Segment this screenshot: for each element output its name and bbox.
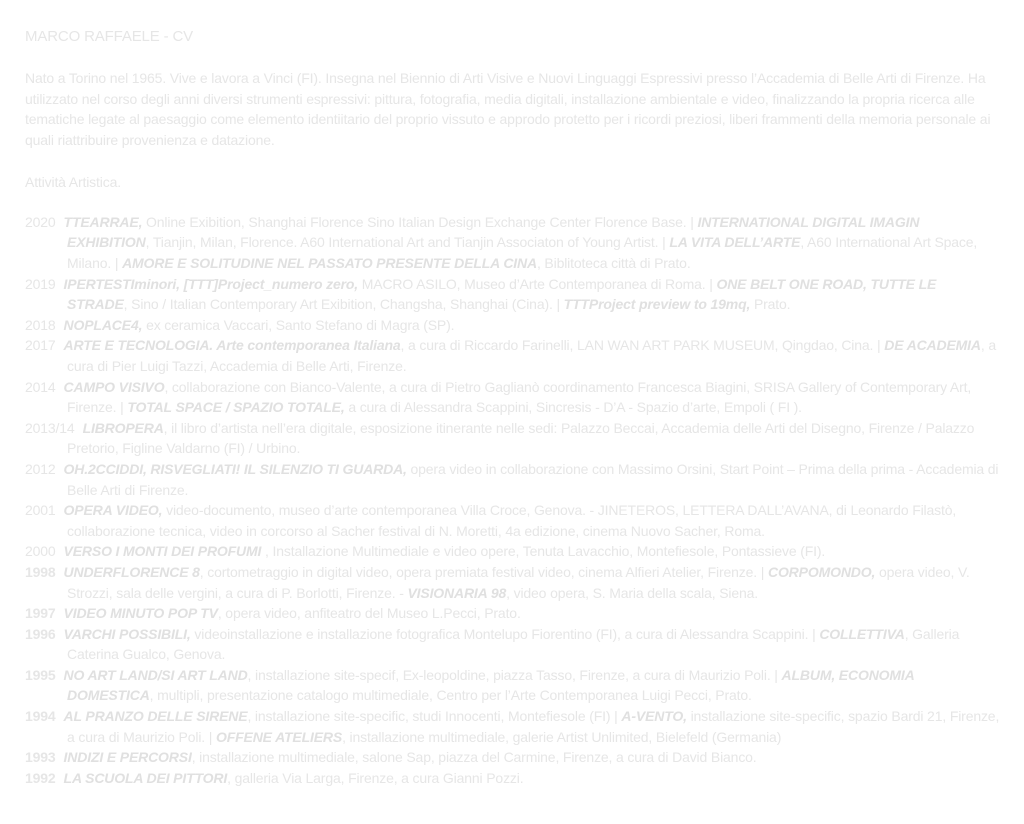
work-title: LIBROPERA xyxy=(82,419,164,436)
activity-entry: 2012 OH.2CCIDDI, RISVEGLIATI! IL SILENZIO… xyxy=(25,459,1000,500)
activity-entry: 1995 NO ART LAND/SI ART LAND, installazio… xyxy=(25,665,1000,706)
work-title: TTEARRAE, xyxy=(63,213,143,230)
entry-year: 2014 xyxy=(25,378,56,395)
activity-entry: 2020 TTEARRAE, Online Exibition, Shanghai… xyxy=(25,212,1000,274)
work-title: ONE BELT ONE ROAD, TUTTE LE STRADE xyxy=(67,275,937,313)
activity-entry: 2001 OPERA VIDEO, video-documento, museo … xyxy=(25,500,1000,541)
entry-details: , installazione multimediale, salone Sap… xyxy=(191,749,757,766)
entry-year: 2013/14 xyxy=(25,419,75,436)
entry-year: 1998 xyxy=(25,563,56,580)
entry-details: , video opera, S. Maria della scala, Sie… xyxy=(506,584,759,601)
entry-details: , opera video, anfiteatro del Museo L.Pe… xyxy=(217,605,521,622)
work-title: AL PRANZO DELLE SIRENE xyxy=(63,708,248,725)
page-title: MARCO RAFFAELE - CV xyxy=(25,28,194,45)
work-title: VARCHI POSSIBILI, xyxy=(63,625,191,642)
entry-details: , a cura di Pier Luigi Tazzi, Accademia … xyxy=(67,337,996,374)
entry-details: , Tianjin, Milan, Florence. A60 Internat… xyxy=(145,234,670,251)
entry-year: 1997 xyxy=(25,605,56,622)
work-title: COLLETTIVA xyxy=(819,625,905,642)
entry-details: a cura di Alessandra Scappini, Sincresis… xyxy=(344,399,802,416)
work-title: CAMPO VISIVO xyxy=(63,378,165,395)
entry-year: 2001 xyxy=(25,502,56,519)
entry-details: , installazione site-specif, Ex-leopoldi… xyxy=(247,666,782,683)
work-title: VERSO I MONTI DEI PROFUMI xyxy=(63,543,262,560)
entry-year: 1996 xyxy=(25,625,56,642)
entry-details: videoinstallazione e installazione fotog… xyxy=(190,625,820,642)
work-title: NOPLACE4, xyxy=(63,316,143,333)
work-title: VIDEO MINUTO POP TV xyxy=(63,605,218,622)
activity-list: 2020 TTEARRAE, Online Exibition, Shanghai… xyxy=(25,212,1000,789)
entry-year: 1992 xyxy=(25,769,56,786)
entry-details: , Sino / Italian Contemporary Art Exibit… xyxy=(123,296,564,313)
entry-year: 2020 xyxy=(25,213,56,230)
activity-entry: 2019 IPERTESTIminori, [TTT]Project_numero… xyxy=(25,274,1000,315)
activity-entry: 2014 CAMPO VISIVO, collaborazione con Bia… xyxy=(25,377,1000,418)
activity-entry: 1992 LA SCUOLA DEI PITTORI, galleria Via … xyxy=(25,768,1000,789)
entry-details: , Galleria Caterina Gualco, Genova. xyxy=(67,625,960,663)
entry-details: opera video in collaborazione con Massim… xyxy=(67,460,999,498)
entry-year: 2012 xyxy=(25,460,56,477)
entry-details: , collaborazione con Bianco-Valente, a c… xyxy=(67,378,972,416)
activity-entry: 1993 INDIZI E PERCORSI, installazione mul… xyxy=(25,747,1000,768)
activity-entry: 1998 UNDERFLORENCE 8, cortometraggio in d… xyxy=(25,562,1000,603)
entry-details: , Biblitoteca città di Prato. xyxy=(536,255,691,271)
work-title: LA SCUOLA DEI PITTORI xyxy=(63,769,228,786)
work-title: ALBUM, ECONOMIA DOMESTICA xyxy=(67,666,915,704)
section-title: Attività Artistica. xyxy=(25,173,121,190)
entry-details: , installazione site-specific, studi Inn… xyxy=(247,708,622,725)
entry-details: installazione site-specific, spazio Bard… xyxy=(67,708,1000,745)
activity-entry: 2018 NOPLACE4, ex ceramica Vaccari, Santo… xyxy=(25,315,1000,336)
activity-entry: 1996 VARCHI POSSIBILI, videoinstallazione… xyxy=(25,624,1000,665)
work-title: INTERNATIONAL DIGITAL IMAGIN EXHIBITION xyxy=(67,213,920,251)
entry-details: , multipli, presentazione catalogo multi… xyxy=(149,687,752,704)
biography: Nato a Torino nel 1965. Vive e lavora a … xyxy=(25,70,991,149)
work-title: UNDERFLORENCE 8 xyxy=(63,563,200,580)
entry-year: 2017 xyxy=(25,337,56,354)
entry-details: , cortometraggio in digital video, opera… xyxy=(199,563,768,580)
work-title: CORPOMONDO, xyxy=(767,563,876,580)
entry-details: , Installazione Multimediale e video ope… xyxy=(261,543,826,560)
entry-details: , il libro d’artista nell’era digitale, … xyxy=(67,419,975,457)
entry-details: , installazione multimediale, galerie Ar… xyxy=(342,728,782,745)
work-title: AMORE E SOLITUDINE NEL PASSATO PRESENTE … xyxy=(122,255,537,271)
cv-document: MARCO RAFFAELE - CV Nato a Torino nel 19… xyxy=(25,27,1000,788)
entry-year: 1995 xyxy=(25,666,56,683)
activity-entry: 2013/14 LIBROPERA, il libro d’artista nel… xyxy=(25,418,1000,459)
work-title: LA VITA DELL’ARTE xyxy=(669,234,801,251)
activity-entry: 1997 VIDEO MINUTO POP TV, opera video, an… xyxy=(25,603,1000,624)
entry-details: Online Exibition, Shanghai Florence Sino… xyxy=(142,213,698,230)
entry-year: 2000 xyxy=(25,543,56,560)
entry-year: 2019 xyxy=(25,275,56,292)
activity-entry: 2017 ARTE E TECNOLOGIA. Arte contemporane… xyxy=(25,335,1000,376)
entry-year: 1993 xyxy=(25,749,56,766)
entry-details: , galleria Via Larga, Firenze, a cura Gi… xyxy=(227,769,524,786)
entry-details: , a cura di Riccardo Farinelli, LAN WAN … xyxy=(400,337,885,354)
work-title: TOTAL SPACE / SPAZIO TOTALE, xyxy=(127,399,345,416)
entry-details: ex ceramica Vaccari, Santo Stefano di Ma… xyxy=(142,316,455,333)
entry-year: 1994 xyxy=(25,708,56,725)
work-title: ARTE E TECNOLOGIA. Arte contemporanea It… xyxy=(63,337,401,354)
entry-details: , A60 International Art Space, Milano. | xyxy=(67,234,978,271)
work-title: NO ART LAND/SI ART LAND xyxy=(63,666,248,683)
work-title: TTTProject preview to 19mq, xyxy=(563,296,751,313)
work-title: IPERTESTIminori, [TTT]Project_numero zer… xyxy=(63,275,359,292)
entry-details: MACRO ASILO, Museo d’Arte Contemporanea … xyxy=(358,275,717,292)
work-title: DE ACADEMIA xyxy=(884,337,981,354)
work-title: VISIONARIA 98 xyxy=(407,584,507,601)
entry-year: 2018 xyxy=(25,316,56,333)
work-title: OFFENE ATELIERS xyxy=(215,728,343,745)
work-title: INDIZI E PERCORSI xyxy=(63,749,192,766)
work-title: A-VENTO, xyxy=(621,708,687,725)
entry-details: Prato. xyxy=(750,296,791,313)
work-title: OH.2CCIDDI, RISVEGLIATI! IL SILENZIO TI … xyxy=(63,460,407,477)
entry-details: video-documento, museo d’arte contempora… xyxy=(67,502,957,539)
work-title: OPERA VIDEO, xyxy=(63,502,163,519)
entry-details: opera video, V. Strozzi, sala delle verg… xyxy=(67,563,970,601)
activity-entry: 2000 VERSO I MONTI DEI PROFUMI , Installa… xyxy=(25,541,1000,562)
